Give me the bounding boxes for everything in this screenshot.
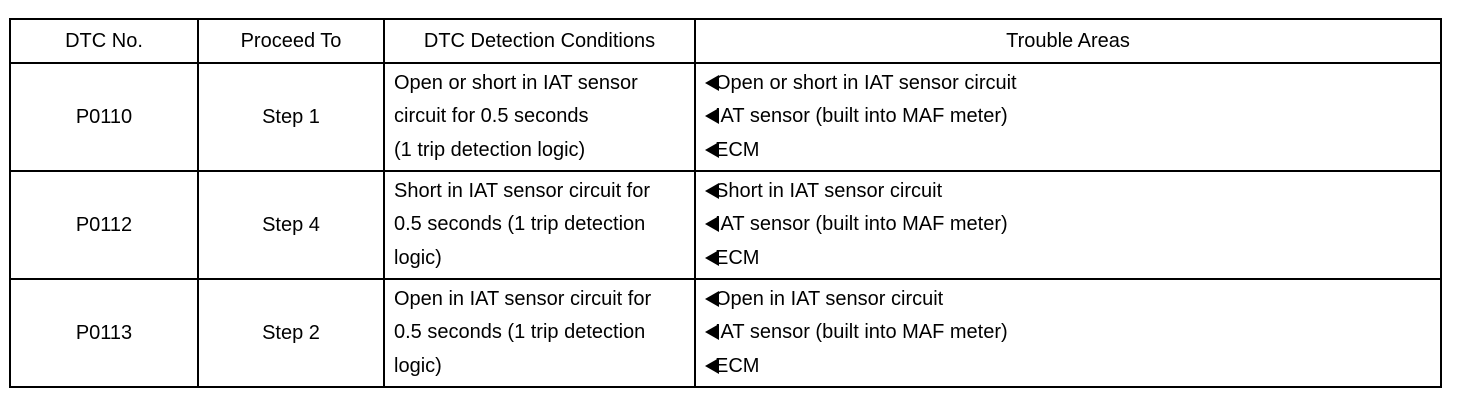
- trouble-area-text: IAT sensor (built into MAF meter): [715, 105, 1008, 128]
- trouble-areas: Open in IAT sensor circuit IAT sensor (b…: [694, 278, 1442, 388]
- trouble-area-item: IAT sensor (built into MAF meter): [705, 316, 1440, 350]
- trouble-area-item: ECM: [705, 350, 1440, 384]
- condition-line: Open or short in IAT sensor: [394, 71, 638, 94]
- table-header-row: DTC No. Proceed To DTC Detection Conditi…: [9, 18, 1442, 64]
- condition-line: Open in IAT sensor circuit for: [394, 287, 652, 310]
- trouble-area-item: IAT sensor (built into MAF meter): [705, 100, 1440, 134]
- proceed-step: Step 4: [197, 170, 385, 280]
- dtc-code: P0113: [9, 278, 199, 388]
- table-row: P0113 Step 2 Open in IAT sensor circuit …: [9, 278, 1442, 388]
- trouble-areas: Short in IAT sensor circuit IAT sensor (…: [694, 170, 1442, 280]
- trouble-area-text: ECM: [715, 138, 760, 161]
- proceed-step: Step 2: [197, 278, 385, 388]
- trouble-area-text: ECM: [715, 354, 760, 377]
- header-proceed-to: Proceed To: [197, 18, 385, 64]
- trouble-area-text: IAT sensor (built into MAF meter): [715, 321, 1008, 344]
- header-trouble-areas: Trouble Areas: [694, 18, 1442, 64]
- condition-line: circuit for 0.5 seconds: [394, 105, 589, 128]
- header-dtc-no: DTC No.: [9, 18, 199, 64]
- trouble-area-item: ECM: [705, 242, 1440, 276]
- left-arrow-bullet-icon: [705, 108, 719, 125]
- left-arrow-bullet-icon: [705, 74, 719, 91]
- table-row: P0110 Step 1 Open or short in IAT sensor…: [9, 62, 1442, 172]
- table-row: P0112 Step 4 Short in IAT sensor circuit…: [9, 170, 1442, 280]
- left-arrow-bullet-icon: [705, 182, 719, 199]
- condition-line: 0.5 seconds (1 trip detection: [394, 213, 646, 236]
- left-arrow-bullet-icon: [705, 249, 719, 266]
- left-arrow-bullet-icon: [705, 357, 719, 374]
- trouble-area-item: IAT sensor (built into MAF meter): [705, 208, 1440, 242]
- left-arrow-bullet-icon: [705, 216, 719, 233]
- condition-line: (1 trip detection logic): [394, 138, 586, 161]
- left-arrow-bullet-icon: [705, 324, 719, 341]
- trouble-area-text: IAT sensor (built into MAF meter): [715, 213, 1008, 236]
- condition-line: logic): [394, 246, 442, 269]
- trouble-area-item: Short in IAT sensor circuit: [705, 175, 1440, 209]
- trouble-area-text: Open in IAT sensor circuit: [715, 287, 944, 310]
- trouble-area-text: ECM: [715, 246, 760, 269]
- left-arrow-bullet-icon: [705, 290, 719, 307]
- dtc-code: P0110: [9, 62, 199, 172]
- header-detection-conditions: DTC Detection Conditions: [383, 18, 696, 64]
- dtc-code: P0112: [9, 170, 199, 280]
- trouble-areas: Open or short in IAT sensor circuit IAT …: [694, 62, 1442, 172]
- dtc-table: DTC No. Proceed To DTC Detection Conditi…: [9, 18, 1442, 388]
- condition-line: logic): [394, 354, 442, 377]
- detection-conditions: Open in IAT sensor circuit for 0.5 secon…: [383, 278, 696, 388]
- condition-line: 0.5 seconds (1 trip detection: [394, 321, 646, 344]
- trouble-area-item: ECM: [705, 134, 1440, 168]
- trouble-area-item: Open in IAT sensor circuit: [705, 283, 1440, 317]
- trouble-area-text: Open or short in IAT sensor circuit: [715, 71, 1017, 94]
- left-arrow-bullet-icon: [705, 141, 719, 158]
- proceed-step: Step 1: [197, 62, 385, 172]
- trouble-area-text: Short in IAT sensor circuit: [715, 179, 943, 202]
- condition-line: Short in IAT sensor circuit for: [394, 179, 651, 202]
- detection-conditions: Open or short in IAT sensor circuit for …: [383, 62, 696, 172]
- trouble-area-item: Open or short in IAT sensor circuit: [705, 67, 1440, 101]
- detection-conditions: Short in IAT sensor circuit for 0.5 seco…: [383, 170, 696, 280]
